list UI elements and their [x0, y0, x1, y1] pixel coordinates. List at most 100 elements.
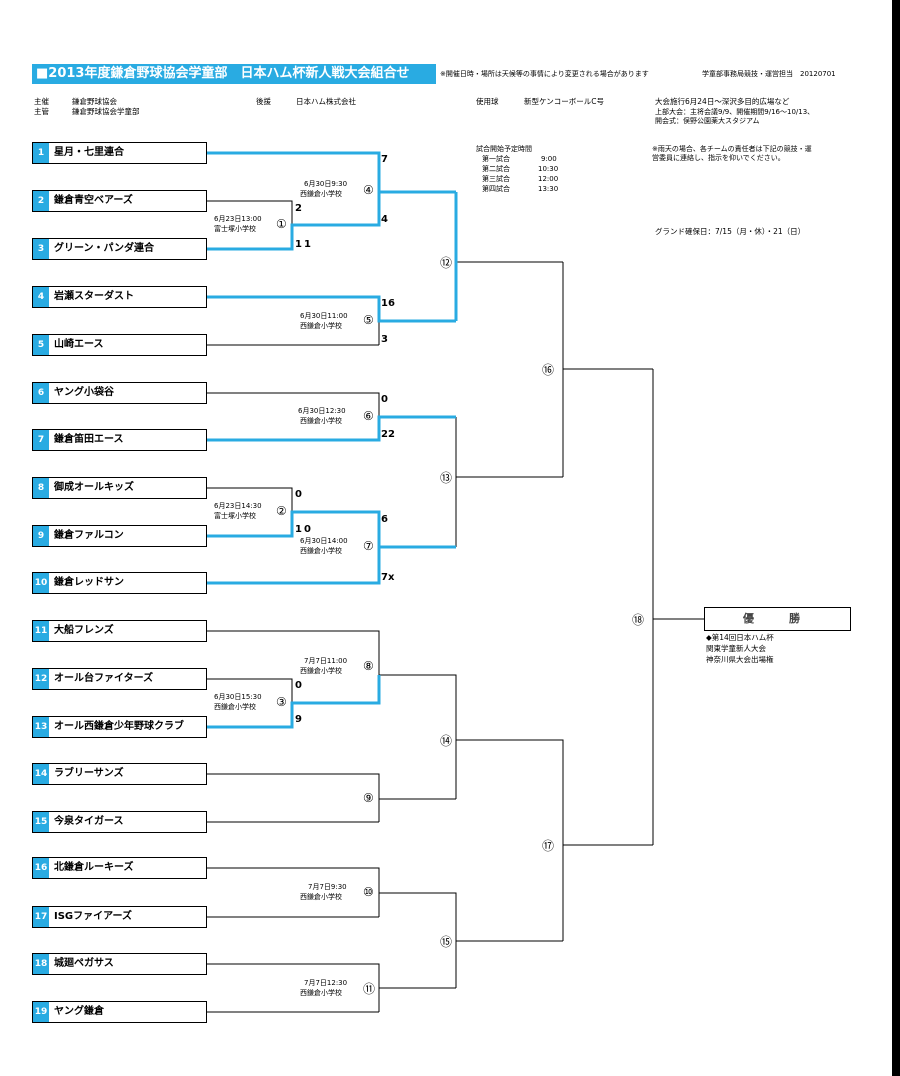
game-6-place: 西鎌倉小学校	[300, 417, 342, 425]
win-t13	[207, 675, 381, 729]
venue-info-1: 大会施行6月24日～深沢多目的広場など	[655, 97, 790, 106]
team-10: 10 鎌倉レッドサン	[32, 572, 207, 594]
line-g14-v	[379, 674, 457, 799]
score: 10	[295, 524, 313, 535]
score: 4	[381, 214, 388, 225]
game-10-date: 7月7日9:30	[308, 883, 347, 891]
line-t8	[207, 487, 293, 512]
schedule-row-2-time: 10:30	[538, 165, 559, 173]
game-7-date: 6月30日14:00	[300, 537, 348, 545]
rain-note-1: ※雨天の場合、各チームの責任者は下記の競技・運	[652, 145, 812, 153]
team-name: ラブリーサンズ	[54, 768, 124, 779]
game-2-date: 6月23日14:30	[214, 502, 262, 510]
game-14-mark: ⑭	[440, 734, 453, 748]
game-11-place: 西鎌倉小学校	[300, 989, 342, 997]
game-9-mark: ⑨	[363, 791, 374, 805]
win-t1	[207, 151, 456, 194]
team-1: 1 星月・七里連合	[32, 142, 207, 164]
page-title: ■2013年度鎌倉野球協会学童部 日本ハム杯新人戦大会組合せ	[32, 64, 436, 84]
team-name: 鎌倉レッドサン	[54, 577, 124, 588]
team-number: 10	[33, 573, 49, 593]
win-t7	[207, 415, 456, 442]
game-6-date: 6月30日12:30	[298, 407, 346, 415]
manager-label: 主管	[34, 107, 49, 116]
team-name: ヤング鎌倉	[54, 1006, 104, 1017]
schedule-row-1-time: 9:00	[541, 155, 557, 163]
team-number: 19	[33, 1002, 49, 1022]
department-text: 学童部事務局競技・運営担当 20120701	[702, 70, 836, 78]
champion-note-3: 神奈川県大会出場権	[706, 655, 774, 664]
score: 0	[295, 489, 302, 500]
score: 11	[295, 239, 313, 250]
schedule-row-3-label: 第三試合	[482, 175, 510, 183]
game-16-mark: ⑯	[542, 363, 555, 377]
team-name: 山崎エース	[54, 339, 104, 350]
team-number: 7	[33, 430, 49, 450]
rain-note-2: 営委員に連絡し、指示を仰いでください。	[652, 154, 785, 162]
team-name: グリーン・パンダ連合	[54, 243, 154, 254]
team-name: 鎌倉青空ベアーズ	[54, 195, 133, 206]
team-number: 18	[33, 954, 49, 974]
team-14: 14 ラブリーサンズ	[32, 763, 207, 785]
team-name: 岩瀬スターダスト	[54, 291, 134, 302]
team-16: 16 北鎌倉ルーキーズ	[32, 857, 207, 879]
champion-note-1: ◆第14回日本ハム杯	[706, 633, 774, 642]
team-name: 今泉タイガース	[54, 816, 124, 827]
schedule-row-4-label: 第四試合	[482, 185, 510, 193]
organizer-value: 鎌倉野球協会	[72, 97, 117, 106]
team-number: 16	[33, 858, 49, 878]
game-18-mark: ⑱	[632, 613, 645, 627]
manager-value: 鎌倉野球協会学童部	[72, 107, 140, 116]
team-name: オール西鎌倉少年野球クラブ	[54, 721, 184, 732]
team-number: 6	[33, 383, 49, 403]
game-11-date: 7月7日12:30	[304, 979, 348, 987]
score: 0	[381, 394, 388, 405]
line-t11	[207, 630, 380, 675]
game-1-date: 6月23日13:00	[214, 215, 262, 223]
game-7-mark: ⑦	[363, 539, 374, 553]
win-t4	[207, 295, 456, 323]
team-number: 4	[33, 287, 49, 307]
team-number: 14	[33, 764, 49, 784]
game-12-mark: ⑫	[440, 256, 453, 270]
score: 22	[381, 429, 395, 440]
team-4: 4 岩瀬スターダスト	[32, 286, 207, 308]
game-15-mark: ⑮	[440, 935, 453, 949]
team-name: ヤング小袋谷	[54, 387, 114, 398]
score: 0	[295, 680, 302, 691]
win-t10	[207, 547, 381, 585]
team-number: 1	[33, 143, 49, 163]
line-t14	[207, 773, 380, 822]
notice-text: ※開催日時・場所は天候等の事情により変更される場合があります	[440, 70, 649, 78]
team-name: オール台ファイターズ	[54, 673, 154, 684]
team-19: 19 ヤング鎌倉	[32, 1001, 207, 1023]
schedule-row-3-time: 12:00	[538, 175, 559, 183]
line-t6	[207, 392, 380, 417]
team-number: 2	[33, 191, 49, 211]
team-name: 星月・七里連合	[54, 147, 124, 158]
game-6-mark: ⑥	[363, 409, 374, 423]
game-4-place: 西鎌倉小学校	[300, 190, 342, 198]
team-number: 13	[33, 717, 49, 737]
schedule-row-2-label: 第二試合	[482, 165, 510, 173]
team-name: 北鎌倉ルーキーズ	[54, 862, 134, 873]
organizer-label: 主催	[34, 97, 49, 106]
game-13-mark: ⑬	[440, 471, 453, 485]
ground-dates: グランド確保日：7/15（月・休）・21（日）	[655, 227, 806, 236]
game-5-place: 西鎌倉小学校	[300, 322, 342, 330]
team-13: 13 オール西鎌倉少年野球クラブ	[32, 716, 207, 738]
ball-value: 新型ケンコーボールC号	[524, 97, 605, 106]
game-1-place: 富士塚小学校	[214, 225, 256, 233]
line-t12	[207, 678, 293, 703]
game-8-mark: ⑧	[363, 659, 374, 673]
game-4-date: 6月30日9:30	[304, 180, 348, 188]
line-t16	[207, 867, 380, 917]
